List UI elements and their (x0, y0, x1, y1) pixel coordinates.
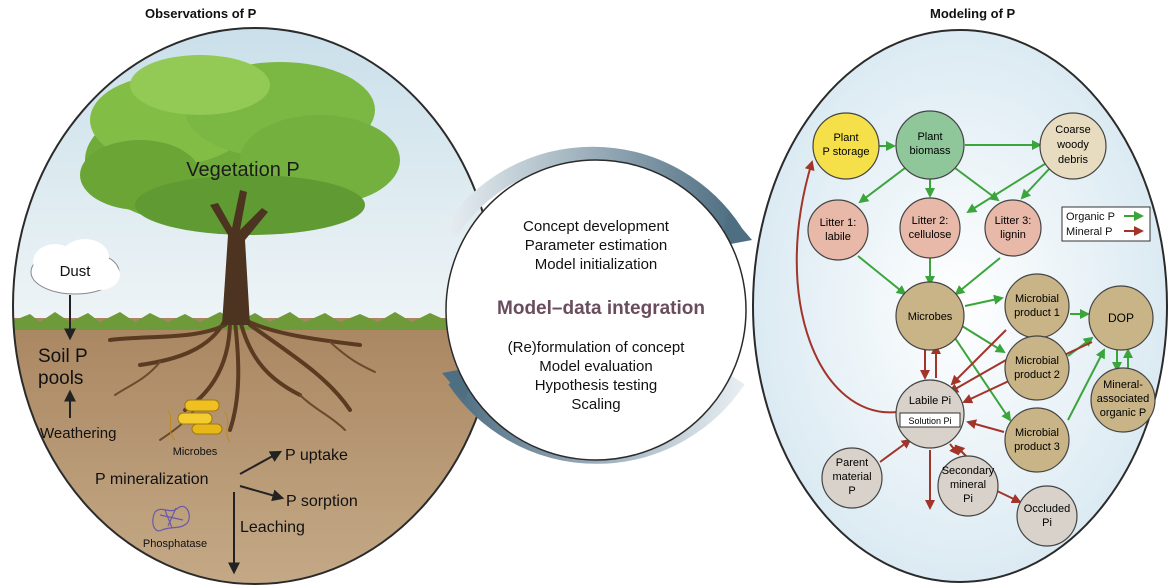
center-integration-panel: Concept development Parameter estimation… (442, 146, 752, 464)
node-litter-3: Litter 3: lignin (984, 199, 1042, 257)
svg-text:DOP: DOP (1108, 311, 1134, 325)
svg-text:labile: labile (825, 231, 851, 243)
svg-text:Litter 2:: Litter 2: (912, 215, 949, 227)
svg-text:Microbial: Microbial (1015, 293, 1059, 305)
node-litter-2: Litter 2: cellulose (899, 197, 961, 259)
sorption-arrow (239, 485, 285, 502)
svg-text:Microbial: Microbial (1015, 355, 1059, 367)
p-uptake-label: P uptake (285, 447, 348, 464)
svg-text:Parent: Parent (836, 457, 868, 469)
node-occluded-pi: Occluded Pi (1016, 485, 1078, 547)
tree-trunk (210, 190, 268, 325)
model-data-integration-heading: Model–data integration (497, 298, 705, 319)
node-microbial-product-1: Microbial product 1 (1004, 273, 1070, 339)
svg-text:Occluded: Occluded (1024, 503, 1070, 515)
node-mineral-associated-organic-p: Mineral- associated organic P (1090, 367, 1156, 433)
svg-text:product 2: product 2 (1014, 369, 1060, 381)
left-panel-title: Observations of P (145, 6, 257, 21)
node-microbial-product-3: Microbial product 3 (1004, 407, 1070, 473)
soil-p-label-line1: Soil P (38, 346, 88, 367)
node-secondary-mineral-pi: Secondary mineral Pi (937, 455, 999, 517)
solution-pi-label: Solution Pi (908, 416, 951, 426)
svg-text:product 1: product 1 (1014, 307, 1060, 319)
microbes-illustration (167, 399, 231, 443)
right-panel-title: Modeling of P (930, 6, 1016, 21)
node-microbes: Microbes (895, 281, 965, 351)
svg-text:P: P (848, 485, 855, 497)
svg-text:mineral: mineral (950, 479, 986, 491)
left-observation-panel: Vegetation P Dust Soil P pools Weatherin… (12, 27, 498, 585)
weathering-label: Weathering (40, 425, 116, 442)
svg-text:cellulose: cellulose (909, 229, 952, 241)
leaching-label: Leaching (240, 519, 305, 536)
svg-text:Pi: Pi (963, 493, 973, 505)
svg-text:Plant: Plant (833, 132, 858, 144)
phosphatase-label: Phosphatase (143, 538, 207, 550)
svg-text:Pi: Pi (1042, 517, 1052, 529)
microbes-label: Microbes (173, 446, 218, 458)
top-cycle-arc (443, 146, 742, 237)
center-circle (445, 159, 747, 461)
svg-text:material: material (832, 471, 871, 483)
svg-text:lignin: lignin (1000, 229, 1026, 241)
soil-p-label-line2: pools (38, 368, 83, 389)
svg-text:Labile Pi: Labile Pi (909, 395, 951, 407)
svg-text:P storage: P storage (823, 146, 870, 158)
node-plant-storage: Plant P storage (812, 112, 880, 180)
svg-text:Coarse: Coarse (1055, 124, 1090, 136)
dust-label: Dust (60, 263, 92, 280)
vegetation-p-label: Vegetation P (186, 159, 299, 181)
svg-text:Plant: Plant (917, 131, 942, 143)
bottom-item-1: (Re)formulation of concept (508, 339, 686, 356)
tree-canopy (80, 55, 400, 235)
solution-pi-box (899, 412, 961, 428)
legend: Organic P Mineral P (1061, 206, 1151, 242)
right-model-panel: Plant P storage Plant biomass Coarse woo… (752, 29, 1168, 583)
organic-flow-arrows (857, 140, 1133, 422)
bottom-item-4: Scaling (571, 396, 620, 413)
phosphatase-molecule (152, 505, 190, 532)
node-litter-1: Litter 1: labile (807, 199, 869, 261)
legend-organic-label: Organic P (1066, 211, 1115, 223)
bottom-item-2: Model evaluation (539, 358, 652, 375)
top-item-3: Model initialization (535, 256, 658, 273)
tree-roots (108, 318, 362, 432)
node-labile-pi: Labile Pi Solution Pi (895, 379, 965, 449)
top-item-2: Parameter estimation (525, 237, 668, 254)
node-plant-biomass: Plant biomass (895, 110, 965, 180)
p-sorption-label: P sorption (286, 493, 358, 510)
bottom-item-3: Hypothesis testing (535, 377, 658, 394)
legend-mineral-label: Mineral P (1066, 226, 1112, 238)
node-parent-material-p: Parent material P (821, 447, 883, 509)
p-mineralization-label: P mineralization (95, 471, 209, 488)
top-item-1: Concept development (523, 218, 670, 235)
uptake-arrow (239, 450, 283, 475)
node-microbial-product-2: Microbial product 2 (1004, 335, 1070, 401)
svg-text:Litter 3:: Litter 3: (995, 215, 1032, 227)
svg-text:biomass: biomass (910, 145, 951, 157)
svg-text:Secondary: Secondary (942, 465, 995, 477)
node-coarse-woody-debris: Coarse woody debris (1039, 112, 1107, 180)
svg-text:Microbial: Microbial (1015, 427, 1059, 439)
dust-cloud (30, 239, 120, 295)
svg-text:woody: woody (1056, 139, 1089, 151)
svg-text:debris: debris (1058, 154, 1088, 166)
svg-text:Litter 1:: Litter 1: (820, 217, 857, 229)
node-dop: DOP (1088, 285, 1154, 351)
svg-text:organic P: organic P (1100, 407, 1146, 419)
svg-text:product 3: product 3 (1014, 441, 1060, 453)
svg-text:associated: associated (1097, 393, 1150, 405)
svg-text:Microbes: Microbes (908, 311, 953, 323)
grass-strip (13, 312, 495, 330)
svg-text:Mineral-: Mineral- (1103, 379, 1143, 391)
